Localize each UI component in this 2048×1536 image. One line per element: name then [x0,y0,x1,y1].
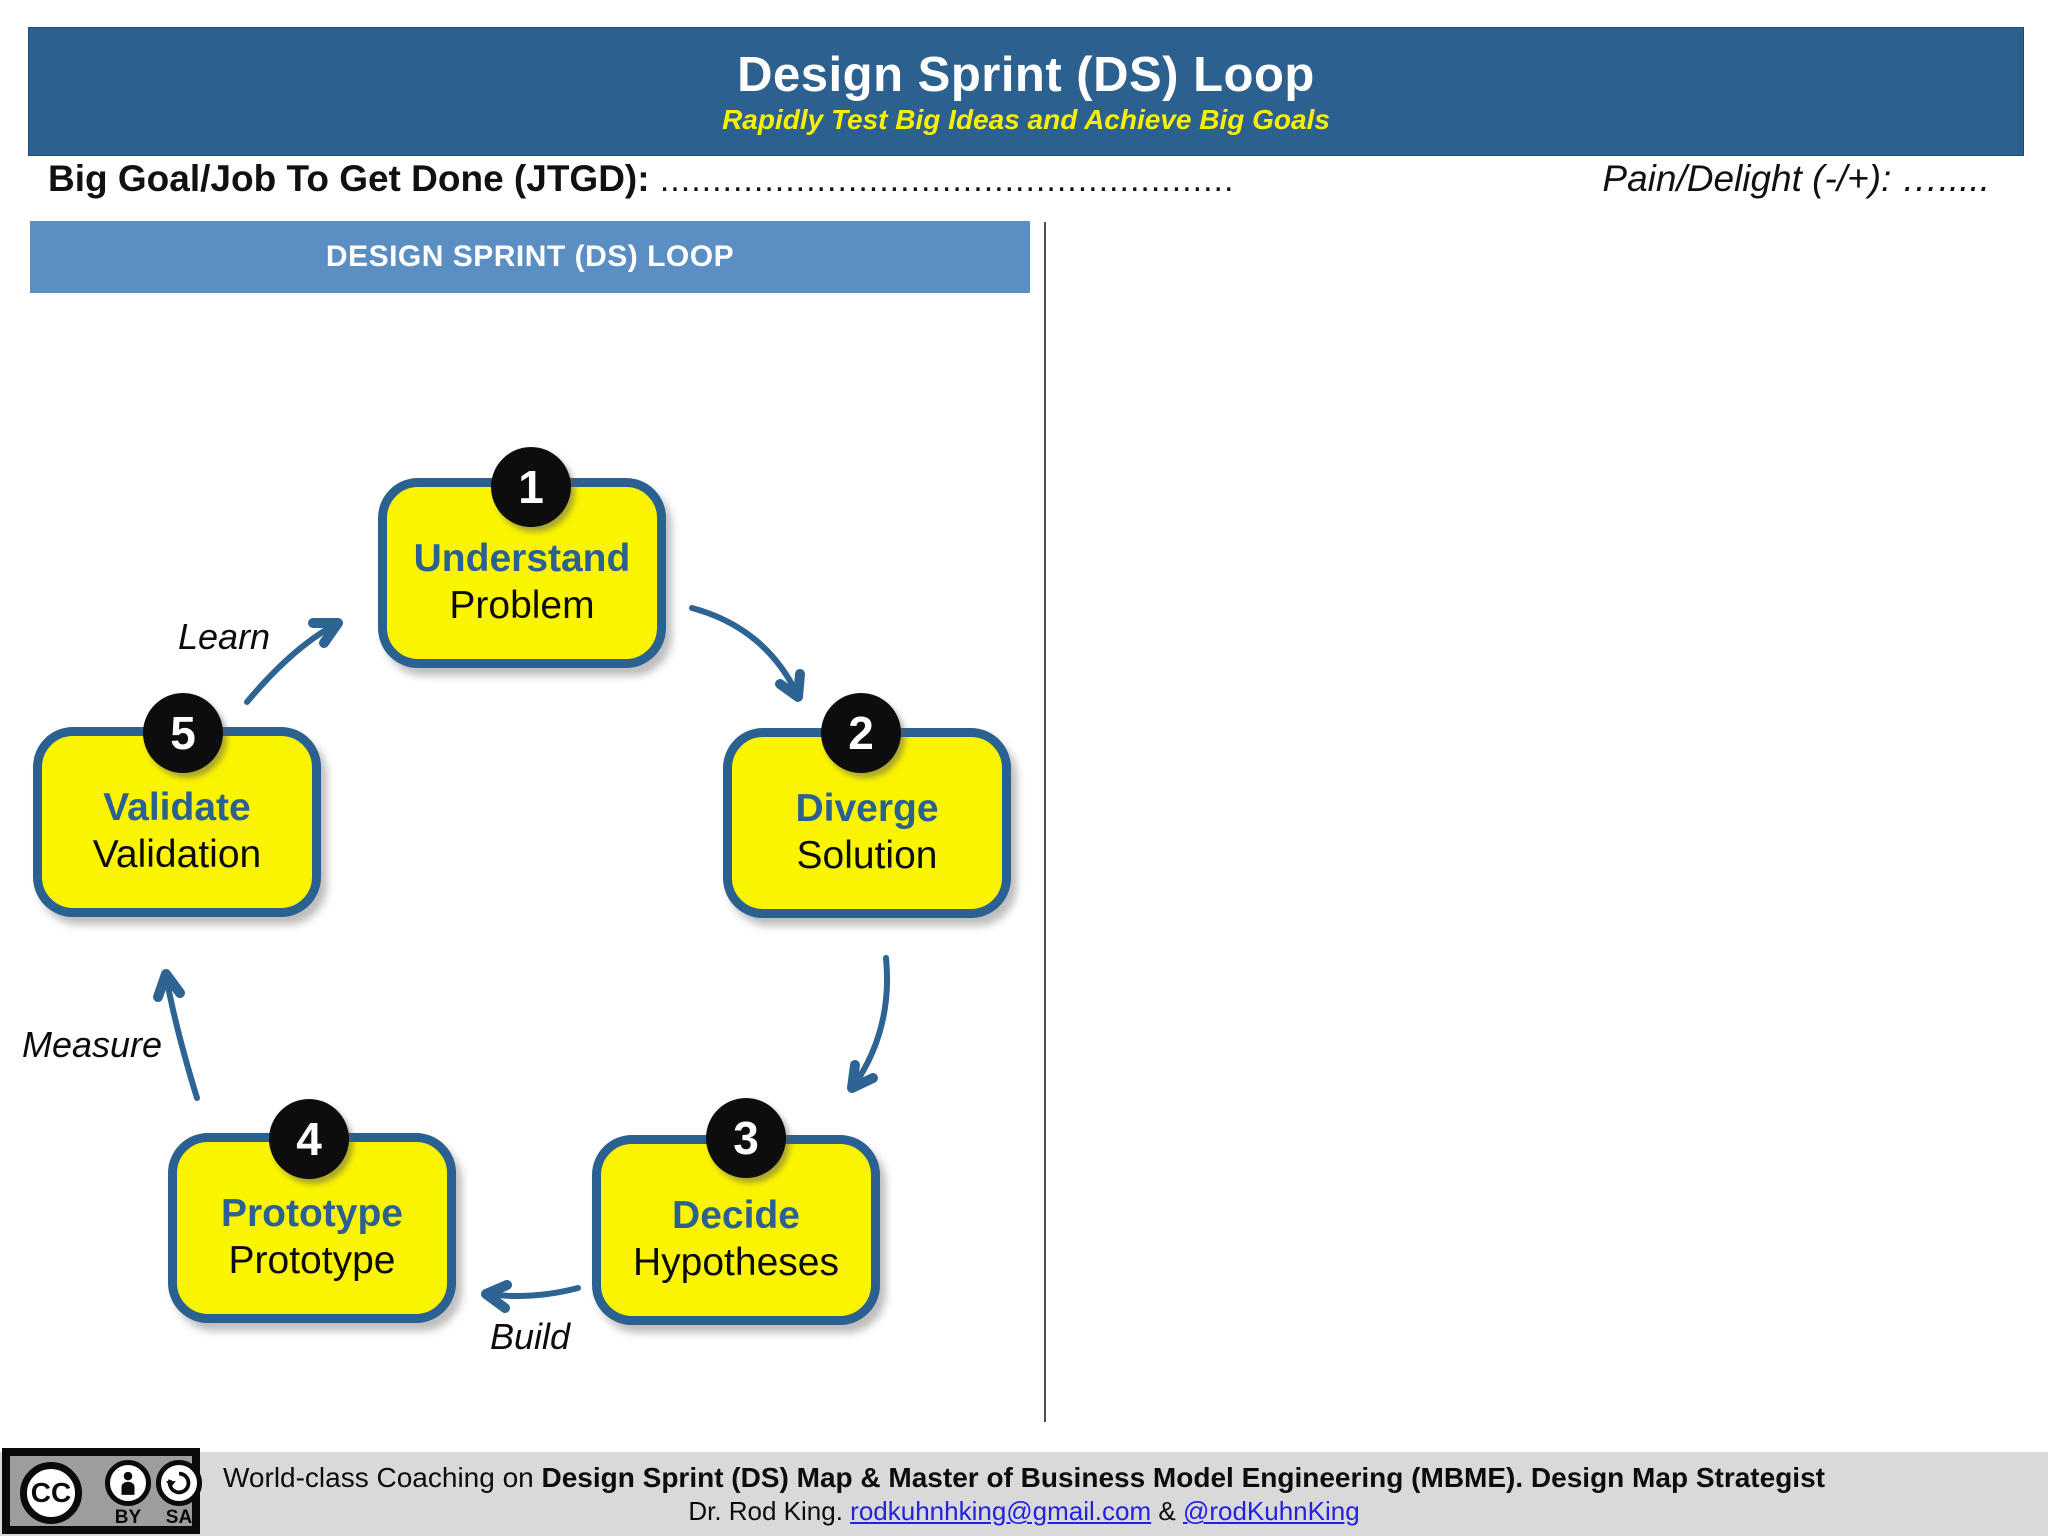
cc-by-person-icon [105,1460,151,1506]
step-subtitle: Hypotheses [633,1241,839,1284]
vertical-divider [1044,222,1046,1422]
goal-row: Big Goal/Job To Get Done (JTGD): .......… [48,158,2000,212]
arrow-prototype-to-validate [163,973,200,1101]
footer-author: Dr. Rod King. [688,1496,851,1526]
big-goal-blank: ........................................… [659,161,1235,199]
step-badge-5: 5 [143,693,223,773]
pain-delight-label: Pain/Delight (-/+): …..... [1602,158,1990,199]
cc-letters: CC [30,1477,72,1508]
big-goal-label: Big Goal/Job To Get Done (JTGD): [48,158,650,199]
step-title: Prototype [220,1192,403,1235]
arrowhead-1-2 [775,669,805,702]
edge-label-build: Build [490,1316,571,1357]
step-badge-4: 4 [269,1099,349,1179]
step-title: Decide [672,1194,800,1237]
edge-label-measure: Measure [22,1024,163,1065]
step-title: Validate [103,786,251,829]
step-badge-1: 1 [491,447,571,527]
step-title: Diverge [795,787,939,830]
twitter-handle-link[interactable]: @rodKuhnKing [1182,1496,1360,1526]
footer-coaching-line: World-class Coaching on Design Sprint (D… [223,1461,1825,1495]
page-subtitle: Rapidly Test Big Ideas and Achieve Big G… [722,103,1330,135]
step-badge-2: 2 [821,693,901,773]
title-banner: Design Sprint (DS) Loop Rapidly Test Big… [28,27,2024,156]
step-subtitle: Problem [449,584,595,627]
arrow-diverge-to-decide [850,955,891,1090]
step-badge-3: 3 [706,1098,786,1178]
arrowhead-2-3 [847,1060,878,1093]
arrowhead-build [481,1280,512,1313]
cc-sa-arrow-icon [156,1460,202,1506]
footer-line1-bold: Design Sprint (DS) Map & Master of Busin… [541,1462,1825,1493]
step-title: Understand [413,537,631,580]
cc-license-badge[interactable]: CC BY SA [2,1448,202,1534]
page-title: Design Sprint (DS) Loop [737,47,1315,102]
arrow-understand-to-diverge [689,605,801,699]
footer: World-class Coaching on Design Sprint (D… [0,1452,2048,1536]
panel-header: DESIGN SPRINT (DS) LOOP [30,221,1030,293]
arrow-decide-to-prototype [484,1285,581,1299]
cc-logo-icon: CC [20,1462,82,1524]
arrowhead-measure [153,969,185,1002]
footer-line1-prefix: World-class Coaching on [223,1462,542,1493]
cc-by-label: BY [114,1507,142,1528]
step-box-decide: Decide Hypotheses [592,1135,880,1325]
cc-sa-label: SA [165,1507,193,1528]
arrowhead-learn [308,618,343,648]
step-subtitle: Prototype [228,1239,396,1282]
edge-label-learn: Learn [178,616,271,657]
email-link[interactable]: rodkuhnhking@gmail.com [850,1496,1152,1526]
footer-ampersand: & [1151,1496,1183,1526]
footer-contact-line: Dr. Rod King. rodkuhnhking@gmail.com & @… [688,1495,1359,1527]
step-subtitle: Solution [796,834,938,877]
step-subtitle: Validation [92,833,262,876]
